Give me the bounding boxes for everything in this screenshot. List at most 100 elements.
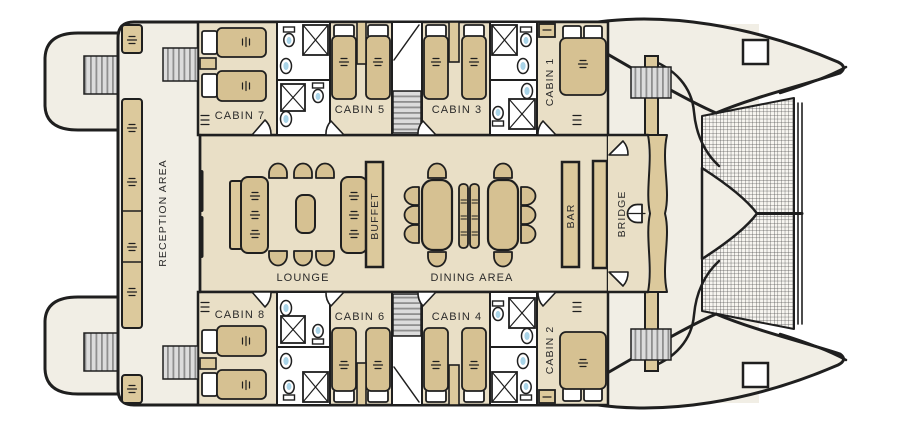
sink-basin — [524, 332, 530, 340]
bed — [365, 327, 391, 392]
shower-glass — [280, 83, 306, 112]
chair — [268, 250, 288, 267]
toilet-seat — [523, 382, 529, 391]
helm-console — [647, 134, 668, 293]
bed — [559, 331, 607, 390]
door — [251, 119, 272, 136]
scene — [43, 17, 848, 410]
room-labels: RECEPTION AREA CABIN 7 CABIN 5 CABIN 3 C… — [157, 58, 628, 375]
label-cabin-6: CABIN 6 — [335, 311, 386, 323]
chair — [520, 224, 537, 244]
label-cabin-3: CABIN 3 — [432, 104, 483, 116]
lounge — [229, 160, 385, 269]
stairs — [83, 55, 119, 95]
chair — [520, 205, 537, 225]
chair — [315, 162, 335, 179]
bench — [121, 98, 143, 329]
bed — [423, 35, 449, 100]
stairs — [392, 90, 422, 134]
hatch — [741, 361, 770, 389]
bar-counter — [560, 160, 581, 269]
bed — [216, 325, 267, 357]
toilet-tank — [282, 394, 296, 401]
chair — [427, 251, 447, 268]
toilet-seat — [286, 36, 292, 45]
pillow — [562, 387, 582, 402]
pillow — [562, 25, 582, 40]
stairs — [162, 47, 199, 82]
chair — [493, 251, 513, 268]
toilet-tank — [519, 26, 533, 33]
toilet-seat — [286, 382, 292, 391]
sink-basin — [283, 357, 289, 365]
toilet-tank — [519, 394, 533, 401]
chair — [403, 186, 420, 206]
pillow — [583, 387, 603, 402]
chair — [403, 186, 420, 206]
pillow — [201, 329, 218, 354]
chair — [403, 205, 420, 225]
label-cabin-2: CABIN 2 — [544, 326, 556, 375]
bed — [559, 37, 607, 96]
prow-point — [700, 166, 759, 261]
chair — [427, 162, 447, 179]
reception-area — [121, 24, 204, 404]
bed — [331, 327, 357, 392]
pillow — [583, 25, 603, 40]
toilet-tank — [311, 338, 325, 345]
chair — [493, 251, 513, 268]
stairs — [392, 293, 422, 337]
chair — [403, 205, 420, 225]
shower-glass — [491, 24, 518, 56]
chair — [520, 205, 537, 225]
stairs — [630, 66, 672, 99]
door — [325, 120, 345, 136]
toilet-seat — [495, 310, 501, 319]
coffee-table — [295, 194, 316, 234]
door — [251, 291, 272, 308]
sink-basin — [283, 304, 289, 312]
back-bar — [591, 159, 609, 270]
pillow — [201, 73, 218, 98]
chair — [293, 250, 313, 267]
toilet-tank — [491, 120, 505, 127]
chair — [403, 224, 420, 244]
bed — [216, 369, 267, 400]
door — [325, 291, 345, 307]
cabin-row-top — [196, 20, 610, 137]
door — [417, 291, 437, 307]
bridge — [606, 133, 668, 294]
shower-glass — [302, 24, 329, 56]
bed — [423, 327, 449, 392]
chair — [520, 186, 537, 206]
buffet-counter — [364, 160, 385, 269]
label-dining-area: DINING AREA — [430, 272, 513, 284]
nightstand — [199, 57, 217, 70]
nightstand — [448, 21, 460, 63]
bed — [365, 35, 391, 100]
toilet-tank — [311, 82, 325, 89]
shower-glass — [508, 297, 536, 329]
chair — [268, 162, 288, 179]
door — [537, 291, 557, 307]
sink-basin — [283, 62, 289, 70]
chair — [427, 251, 447, 268]
chair — [520, 186, 537, 206]
chair — [403, 224, 420, 244]
bow-hull-starboard — [595, 312, 845, 410]
chair — [493, 162, 513, 179]
chair — [427, 162, 447, 179]
shower-glass — [491, 371, 518, 403]
chair — [268, 162, 288, 179]
hull-rubrail — [778, 332, 848, 362]
toilet-tank — [491, 300, 505, 307]
dining-table — [486, 178, 520, 252]
toilet-tank — [282, 26, 296, 33]
chair — [293, 250, 313, 267]
label-bar: BAR — [565, 204, 577, 229]
chair — [293, 162, 313, 179]
hatch — [741, 38, 770, 66]
dining-table — [420, 178, 454, 252]
